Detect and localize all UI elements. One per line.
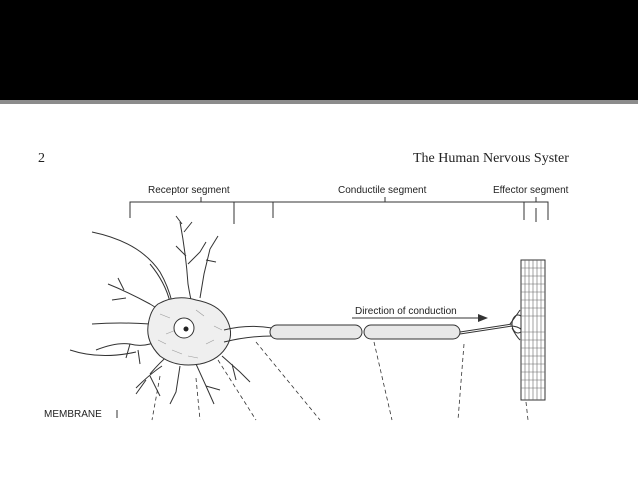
- slide-divider: [0, 100, 638, 104]
- neuron-diagram: 2 The Human Nervous Syster Receptor segm…: [38, 151, 569, 421]
- conductile-segment-label: Conductile segment: [338, 185, 427, 196]
- axon-hillock: [223, 325, 273, 343]
- axon: [459, 323, 513, 335]
- callout-lines: [151, 341, 529, 421]
- membrane-label: MEMBRANE: [44, 409, 102, 420]
- cell-body-texture: [157, 309, 223, 359]
- nucleolus: [183, 326, 189, 332]
- myelin-sheath-2: [363, 324, 461, 340]
- effector-segment-label: Effector segment: [493, 185, 569, 196]
- segment-brackets: [129, 197, 549, 224]
- receptor-segment-label: Receptor segment: [148, 185, 230, 196]
- muscle-fiber: [520, 259, 546, 401]
- running-head: The Human Nervous Syster: [413, 151, 569, 166]
- direction-label: Direction of conduction: [355, 306, 457, 317]
- slide-top-bar: [0, 0, 638, 100]
- arrow-head-icon: [478, 314, 488, 322]
- myelin-sheath-1: [269, 324, 363, 340]
- page-number: 2: [38, 151, 45, 166]
